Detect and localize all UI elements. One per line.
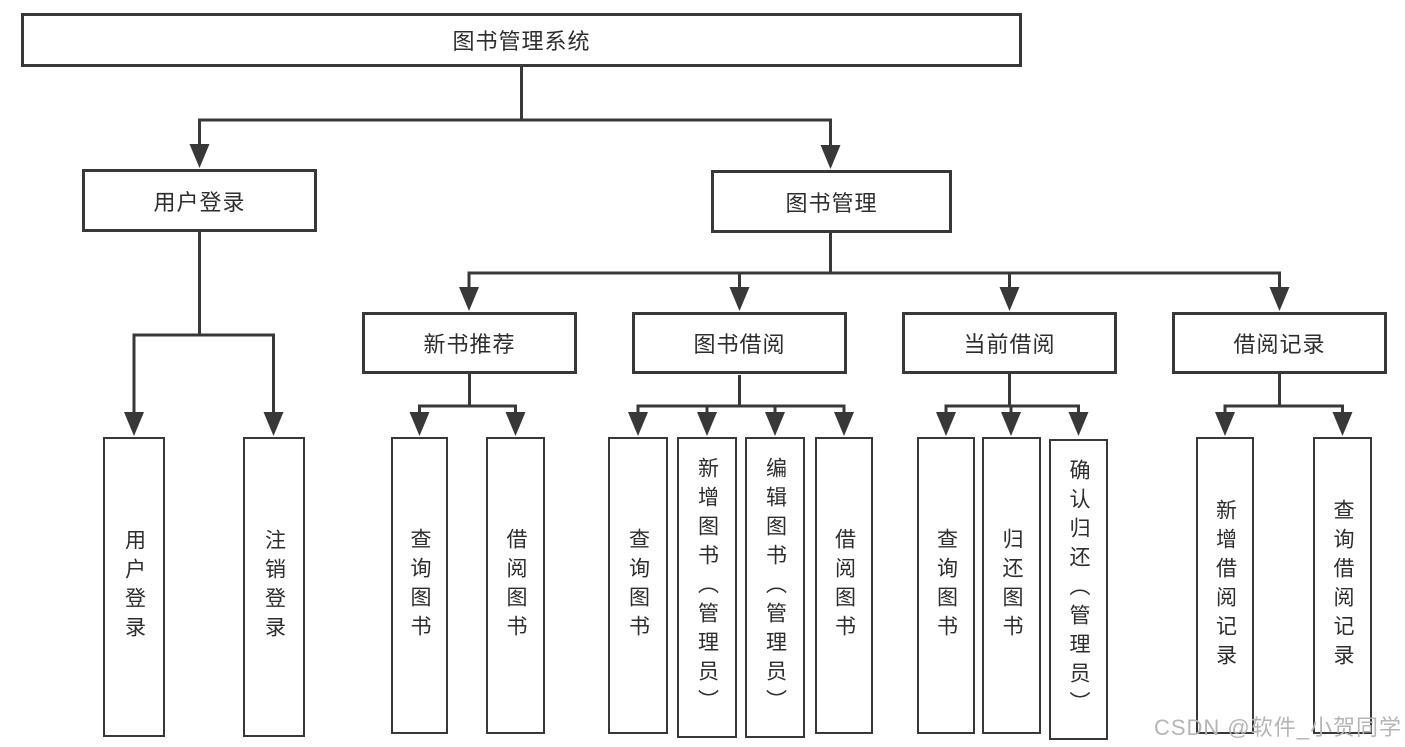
node-root: 图书管理系统 [21,13,1022,67]
leaf-query-books-current: 查询图书 [917,437,975,734]
node-new-book-recommendation: 新书推荐 [362,312,577,374]
leaf-add-borrow-record: 新增借阅记录 [1196,437,1254,734]
leaf-query-borrow-record: 查询借阅记录 [1313,437,1372,734]
leaf-edit-book-admin: 编辑图书（管理员） [745,437,805,738]
leaf-borrow-books-recommend: 借阅图书 [486,437,545,734]
leaf-borrow-books-borrow: 借阅图书 [815,437,873,734]
leaf-confirm-return-admin: 确认归还（管理员） [1049,439,1108,740]
leaf-query-books-borrow: 查询图书 [608,437,668,734]
leaf-return-book: 归还图书 [982,437,1041,734]
node-book-management: 图书管理 [711,170,952,233]
node-current-borrowing: 当前借阅 [902,312,1117,374]
arrow-head-icons [124,144,1353,436]
leaf-logout: 注销登录 [243,437,305,737]
node-user-login: 用户登录 [82,169,317,232]
node-borrowing-records: 借阅记录 [1172,312,1387,374]
leaf-add-book-admin: 新增图书（管理员） [677,437,737,738]
leaf-user-login: 用户登录 [103,437,165,737]
leaf-query-books-recommend: 查询图书 [391,437,448,734]
csdn-watermark: CSDN @软件_小贺同学 [1153,715,1402,740]
node-book-borrowing: 图书借阅 [632,312,847,374]
